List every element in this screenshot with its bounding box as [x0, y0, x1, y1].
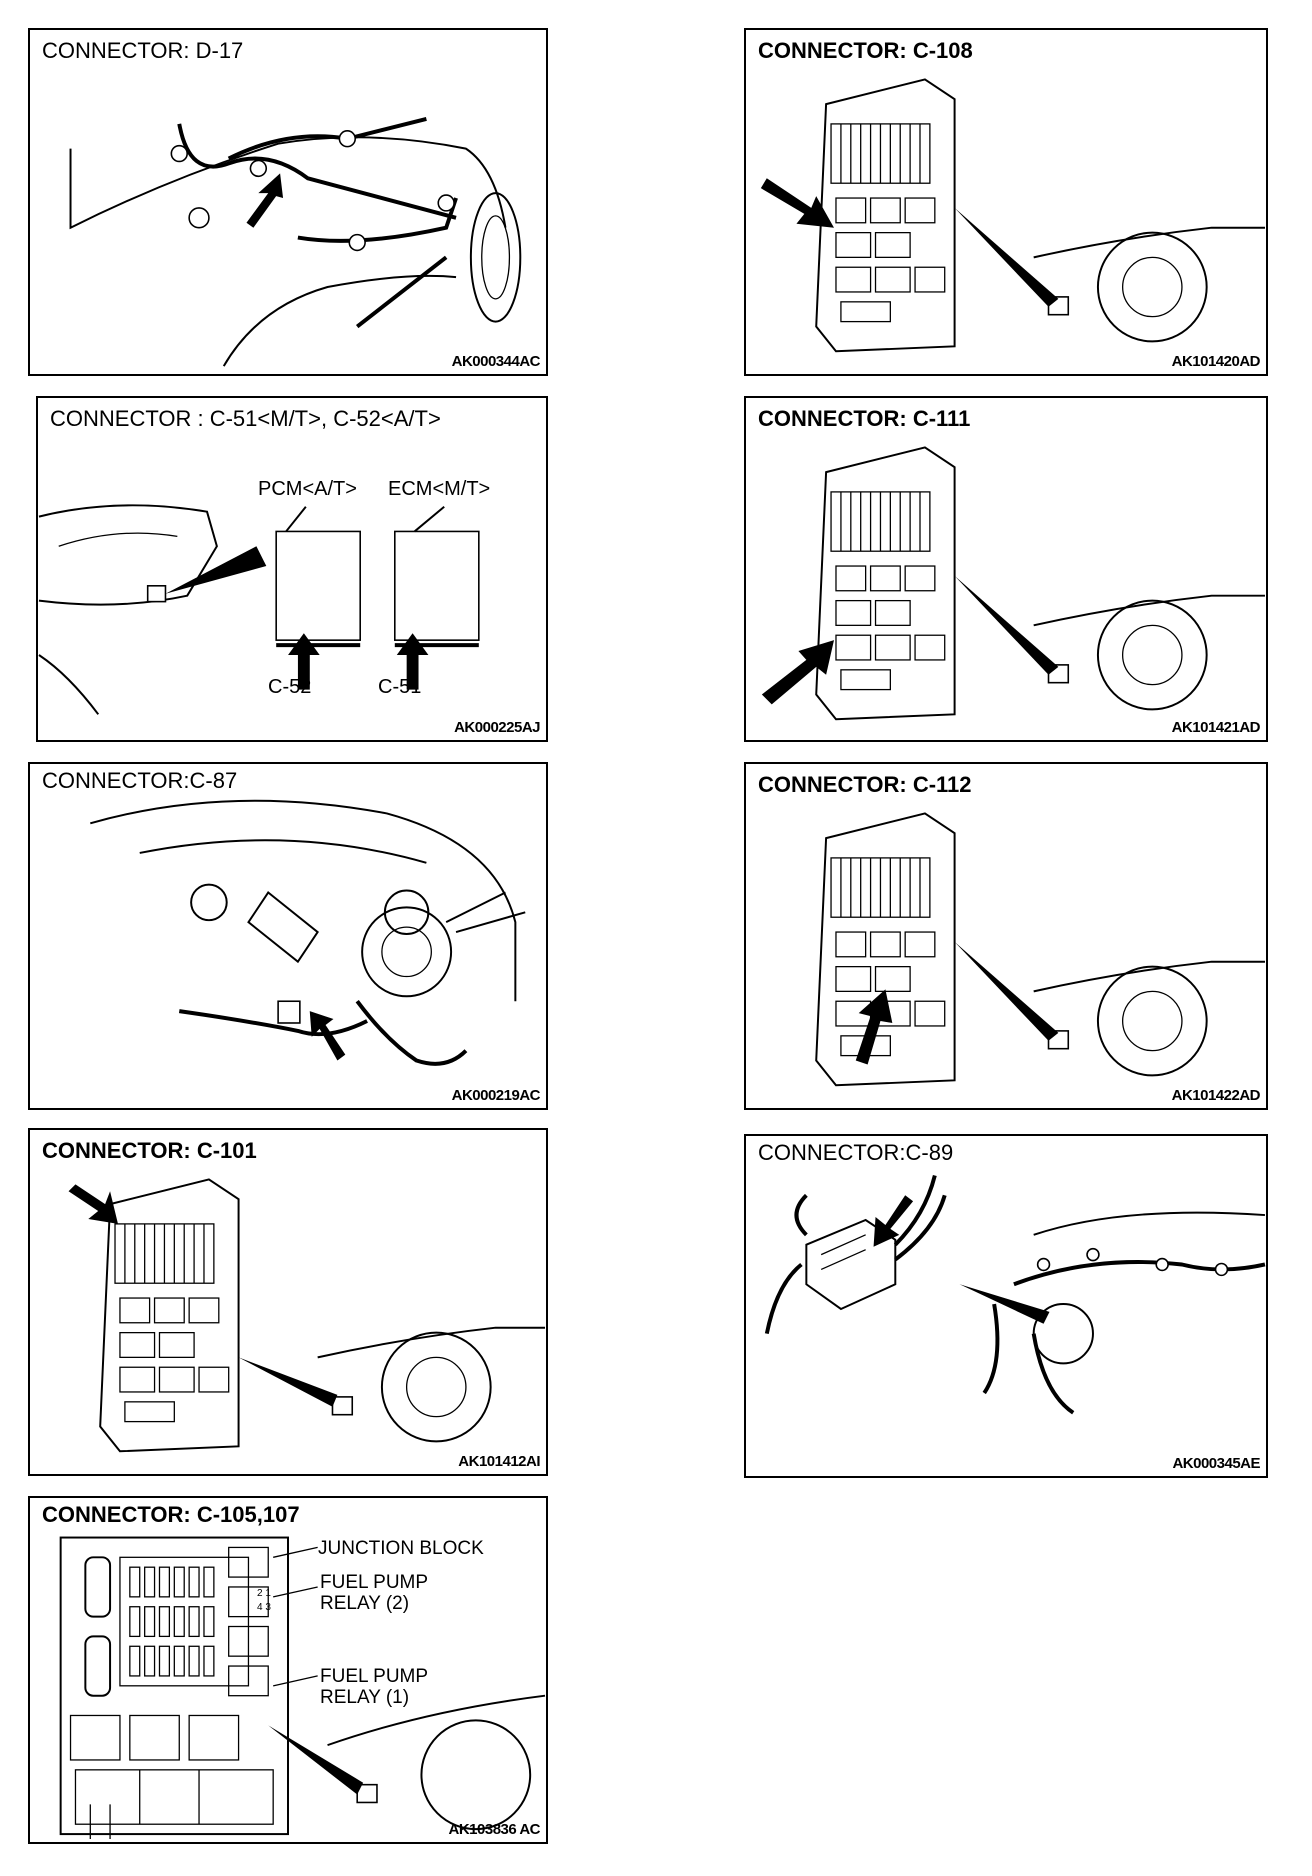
- fuel-pump-relay-1-label-line2: RELAY (1): [320, 1687, 410, 1708]
- junction-block-location-illustration: [68, 1178, 546, 1453]
- junction-block-diagram: [59, 1536, 546, 1840]
- panel-title: CONNECTOR:C-89: [758, 1140, 954, 1165]
- panel-title: CONNECTOR : C-51<M/T>, C-52<A/T>: [50, 406, 441, 431]
- junction-block-location-illustration: [761, 446, 1265, 721]
- figure-code: AK000219AC: [451, 1087, 541, 1104]
- figure-code: AK103836 AC: [448, 1821, 541, 1838]
- junction-block-location-illustration: [815, 812, 1265, 1087]
- instrument-harness-illustration: [764, 1175, 1266, 1415]
- panel-connector-c51-c52: CONNECTOR : C-51<M/T>, C-52<A/T> PCM<A/T…: [36, 396, 548, 742]
- relay-2-pins-top: 2 1: [257, 1588, 271, 1599]
- panel-connector-c112: CONNECTOR: C-112 AK101422AD: [744, 762, 1268, 1110]
- vehicle-harness-illustration: [69, 117, 522, 367]
- panel-title: CONNECTOR:C-87: [42, 768, 238, 793]
- ecu-location-illustration: [38, 504, 480, 715]
- fuel-pump-relay-2-label-line1: FUEL PUMP: [320, 1572, 429, 1593]
- pcm-label: PCM<A/T>: [258, 478, 357, 500]
- figure-code: AK101421AD: [1171, 719, 1261, 736]
- panel-title: CONNECTOR: C-101: [42, 1138, 257, 1163]
- panel-title: CONNECTOR: D-17: [42, 38, 244, 63]
- panel-title: CONNECTOR: C-112: [758, 772, 972, 797]
- fuel-pump-relay-1-label-line1: FUEL PUMP: [320, 1666, 429, 1687]
- panel-title: CONNECTOR: C-108: [758, 38, 973, 63]
- junction-block-location-illustration: [760, 78, 1265, 353]
- figure-code: AK000344AC: [451, 353, 541, 370]
- panel-connector-c101: CONNECTOR: C-101 AK101412AI: [28, 1128, 548, 1476]
- figure-code: AK000345AE: [1172, 1455, 1260, 1472]
- figure-code: AK101420AD: [1171, 353, 1261, 370]
- panel-title: CONNECTOR: C-111: [758, 406, 971, 431]
- figure-code: AK101422AD: [1171, 1087, 1261, 1104]
- figure-code: AK101412AI: [458, 1453, 540, 1470]
- c51-label: C-51: [378, 676, 422, 698]
- relay-2-pins-bottom: 4 3: [257, 1602, 271, 1613]
- c52-label: C-52: [268, 676, 312, 698]
- panel-connector-c87: CONNECTOR:C-87 AK000219AC: [28, 762, 548, 1110]
- junction-block-label: JUNCTION BLOCK: [318, 1538, 484, 1559]
- panel-connector-c111: CONNECTOR: C-111 AK101421AD: [744, 396, 1268, 742]
- steering-column-illustration: [90, 799, 526, 1066]
- figure-code: AK000225AJ: [454, 719, 540, 736]
- fuel-pump-relay-2-label-line2: RELAY (2): [320, 1593, 410, 1614]
- panel-connector-c105-c107: CONNECTOR: C-105,107 JUNCTION BLOCK FUEL…: [28, 1496, 548, 1844]
- panel-connector-c89: CONNECTOR:C-89 AK000345AE: [744, 1134, 1268, 1478]
- ecm-label: ECM<M/T>: [388, 478, 491, 500]
- panel-title: CONNECTOR: C-105,107: [42, 1502, 300, 1527]
- panel-connector-d17: CONNECTOR: D-17 AK000344AC: [28, 28, 548, 376]
- panel-connector-c108: CONNECTOR: C-108 AK101420AD: [744, 28, 1268, 376]
